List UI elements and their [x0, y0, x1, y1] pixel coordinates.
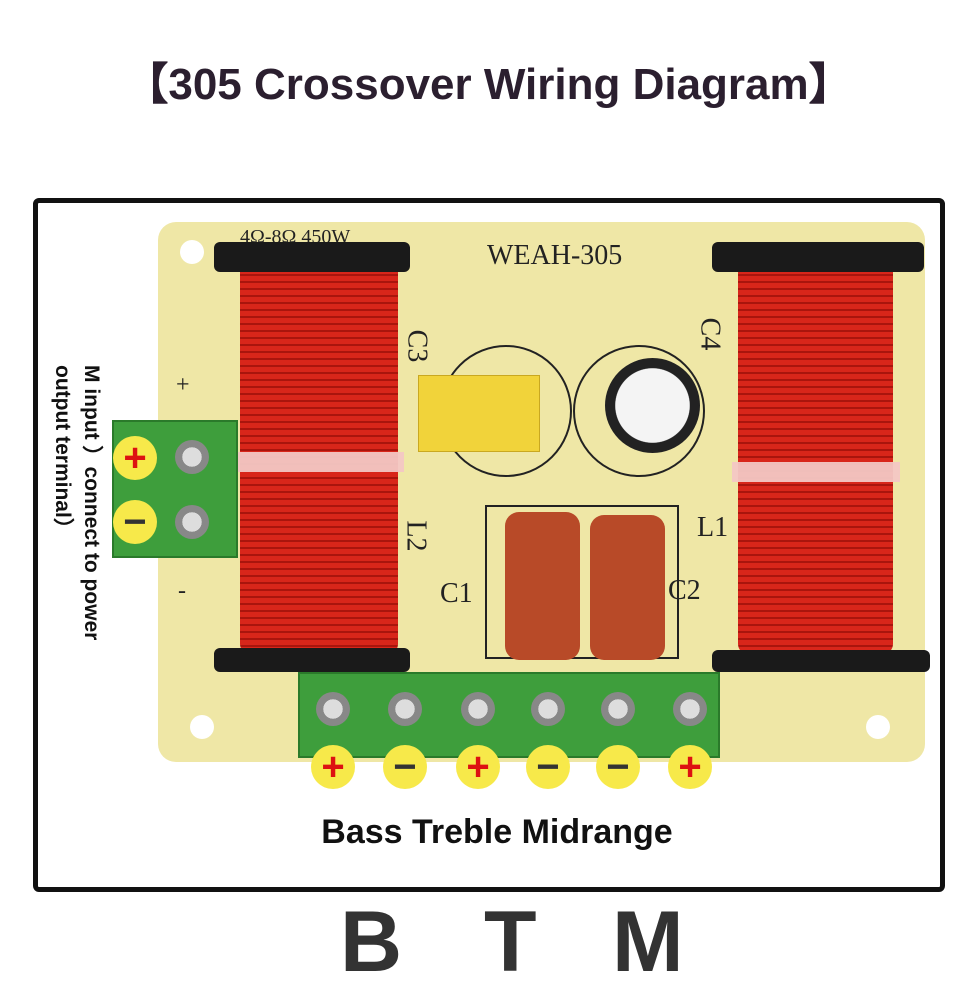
cable-tie: [732, 462, 900, 482]
output-plus-marker: +: [311, 745, 355, 789]
input-note-line2: output terminal︶: [51, 365, 74, 539]
capacitor-c4: [605, 358, 700, 453]
input-note-line1: M input ︶connect to power: [80, 365, 103, 641]
polarity-plus-label: +: [176, 372, 190, 398]
mount-hole: [180, 240, 204, 264]
screw-icon: [388, 692, 422, 726]
capacitor-c2: [590, 515, 665, 660]
screw-icon: [461, 692, 495, 726]
output-minus-marker: −: [596, 745, 640, 789]
coil-bobbin-top: [214, 242, 410, 272]
page-title: 【305 Crossover Wiring Diagram】: [124, 60, 853, 109]
capacitor-c3: [418, 375, 540, 452]
mount-hole: [866, 715, 890, 739]
c4-outline: [573, 345, 705, 477]
screw-icon: [531, 692, 565, 726]
diagram-frame: [33, 198, 945, 892]
input-note: M input ︶connect to power output termina…: [48, 365, 106, 640]
coil-bobbin-bottom: [214, 648, 410, 672]
output-legend: Bass Treble Midrange: [321, 813, 673, 851]
polarity-minus-label: -: [178, 578, 186, 604]
coil-bobbin-bottom: [712, 650, 930, 672]
input-plus-marker: +: [113, 436, 157, 480]
screw-icon: [175, 440, 209, 474]
model-label: WEAH-305: [487, 240, 623, 271]
screw-icon: [316, 692, 350, 726]
output-minus-marker: −: [383, 745, 427, 789]
output-plus-marker: +: [668, 745, 712, 789]
screw-icon: [673, 692, 707, 726]
mount-hole: [190, 715, 214, 739]
l1-label: L1: [697, 512, 729, 543]
output-plus-marker: +: [456, 745, 500, 789]
cable-tie: [234, 452, 404, 472]
letter-treble: T: [484, 894, 537, 990]
input-minus-marker: −: [113, 500, 157, 544]
c1-label: C1: [440, 578, 473, 609]
letter-midrange: M: [612, 894, 684, 990]
output-minus-marker: −: [526, 745, 570, 789]
screw-icon: [175, 505, 209, 539]
c3-label: C3: [401, 329, 433, 363]
letter-bass: B: [340, 894, 403, 990]
screw-icon: [601, 692, 635, 726]
inductor-l1: [738, 262, 893, 654]
l2-label: L2: [400, 520, 432, 552]
c4-label: C4: [694, 317, 726, 351]
capacitor-c1: [505, 512, 580, 660]
c1-c2-outline: [485, 505, 679, 659]
coil-bobbin-top: [712, 242, 924, 272]
c2-label: C2: [668, 575, 701, 606]
output-terminal-block: [298, 672, 720, 758]
